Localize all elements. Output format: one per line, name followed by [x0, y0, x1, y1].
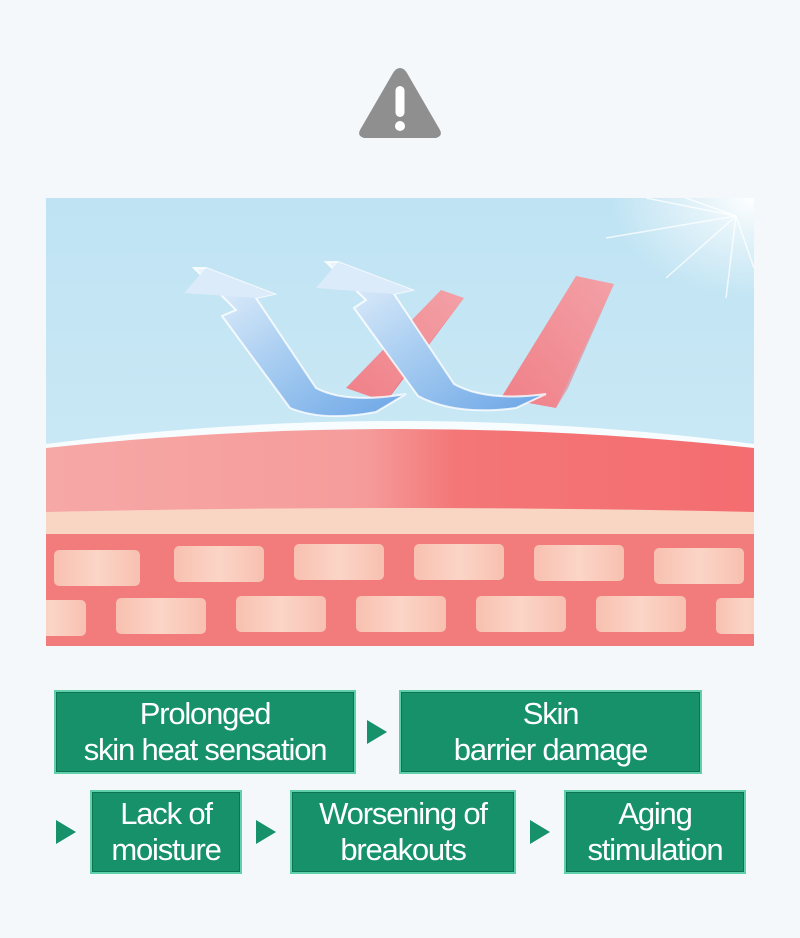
skin-heat-illustration — [46, 198, 754, 646]
step-prolonged-heat: Prolonged skin heat sensation — [54, 690, 356, 774]
step-label-line2: moisture — [111, 832, 221, 867]
step-label-line1: Skin — [522, 696, 580, 732]
step-barrier-damage: Skin barrier damage — [399, 690, 702, 774]
flow-arrow-icon — [256, 820, 276, 844]
warning-triangle-icon — [359, 68, 441, 138]
step-lack-of-moisture: Lack of moisture — [90, 790, 242, 874]
step-label-line1: Prolonged — [139, 696, 272, 732]
flow-arrow-icon — [530, 820, 550, 844]
flow-arrow-icon — [56, 820, 76, 844]
step-label-line1: Aging — [618, 796, 692, 832]
step-label-line2: breakouts — [340, 832, 467, 867]
step-label-line1: Lack of — [120, 796, 213, 832]
step-aging-stimulation: Aging stimulation — [564, 790, 746, 874]
step-worsening-breakouts: Worsening of breakouts — [290, 790, 516, 874]
step-label-line1: Worsening of — [319, 796, 488, 832]
step-label-line2: barrier damage — [453, 732, 649, 767]
flow-arrow-icon — [367, 720, 387, 744]
step-label-line2: stimulation — [587, 832, 724, 867]
step-label-line2: skin heat sensation — [83, 732, 328, 767]
